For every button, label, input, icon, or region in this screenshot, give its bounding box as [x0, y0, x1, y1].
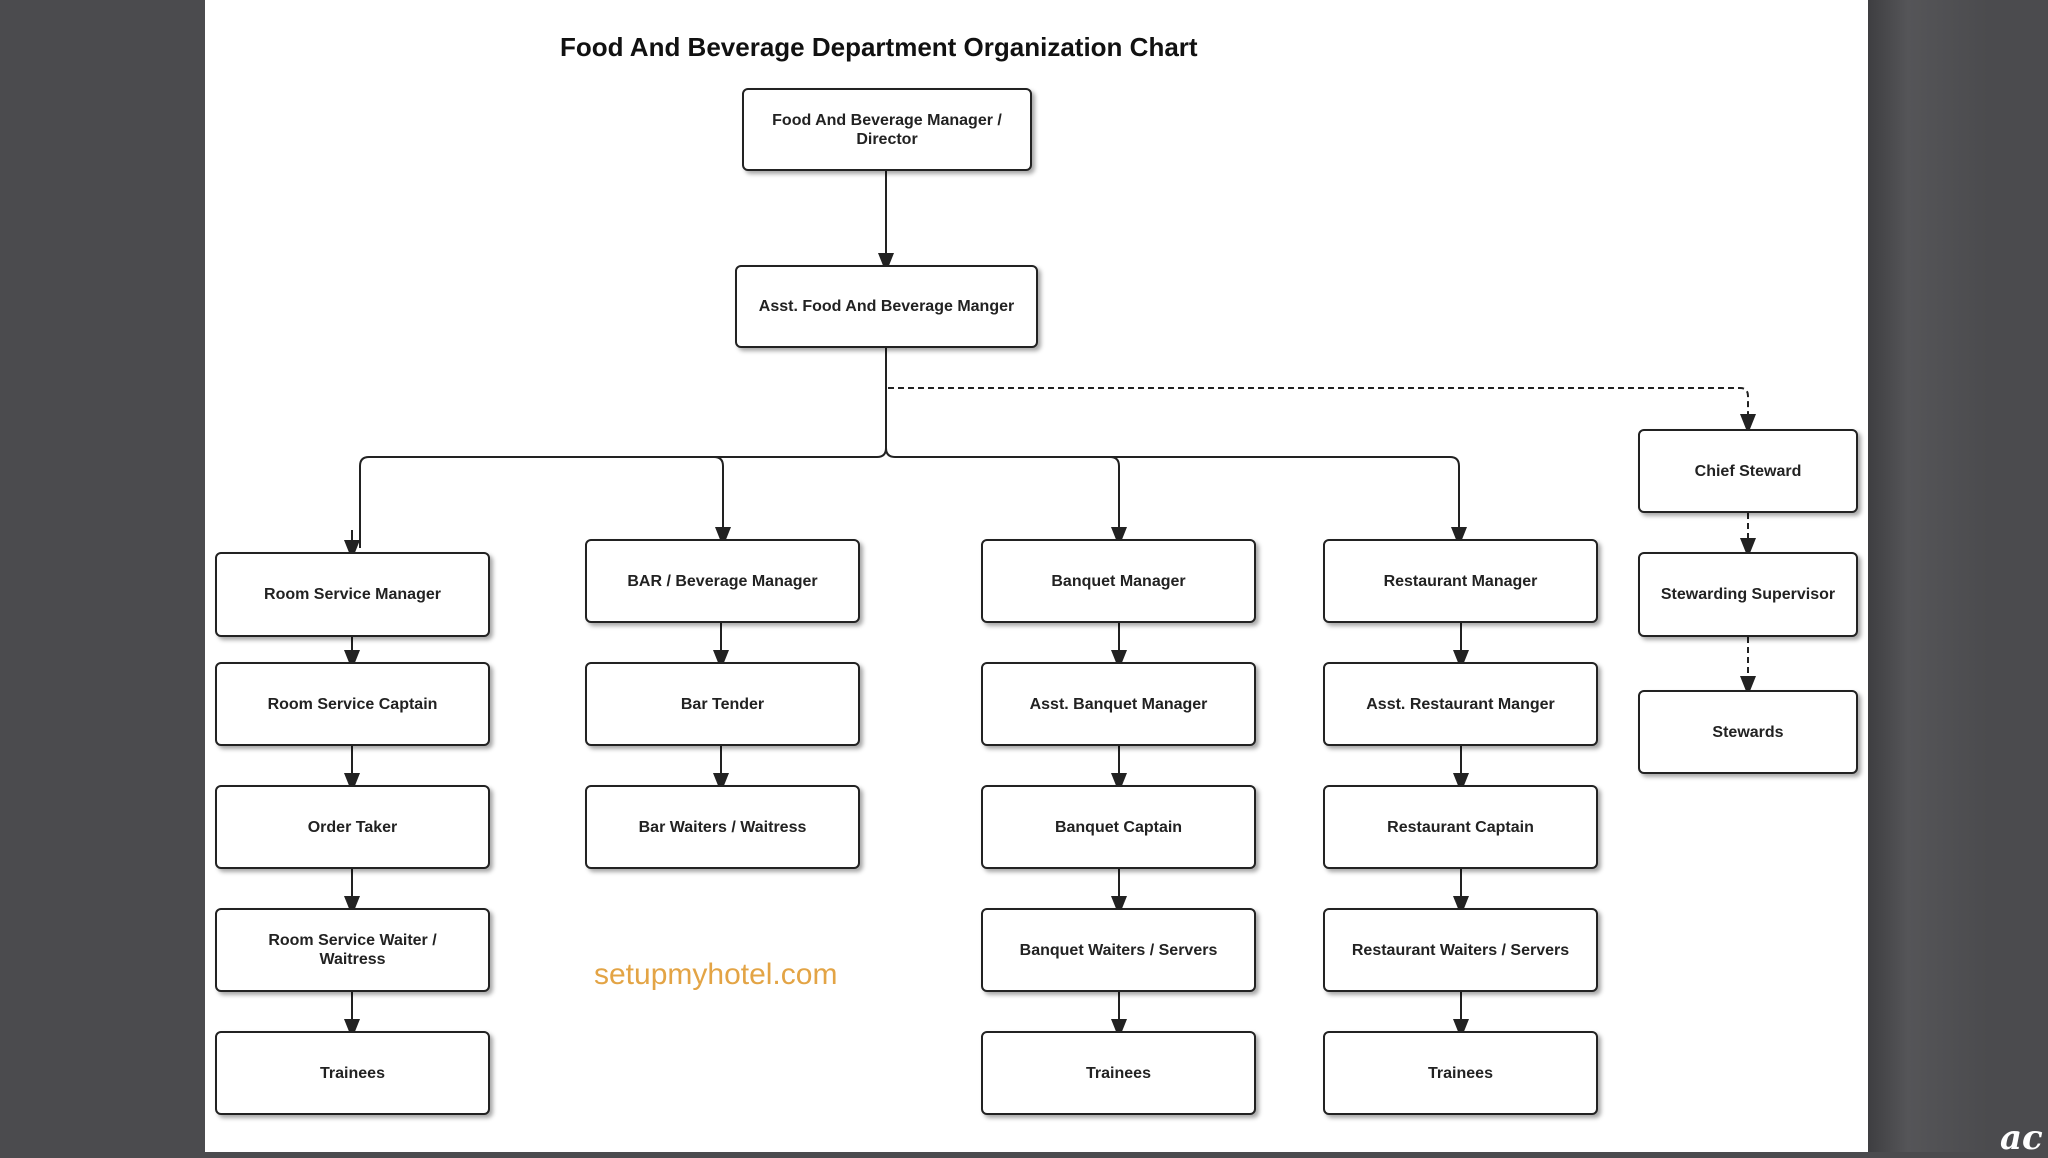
- node-fb-director: Food And Beverage Manager / Director: [742, 88, 1032, 171]
- node-asst-fb-manager: Asst. Food And Beverage Manger: [735, 265, 1038, 348]
- chart-title: Food And Beverage Department Organizatio…: [560, 32, 1198, 62]
- node-asst-restaurant-manager: Asst. Restaurant Manger: [1323, 662, 1598, 746]
- watermark-text: setupmyhotel.com: [594, 958, 838, 991]
- node-stewards: Stewards: [1638, 690, 1858, 774]
- node-restaurant-waiters: Restaurant Waiters / Servers: [1323, 908, 1598, 992]
- node-banquet-captain: Banquet Captain: [981, 785, 1256, 869]
- node-banquet-manager: Banquet Manager: [981, 539, 1256, 623]
- node-order-taker: Order Taker: [215, 785, 490, 869]
- node-restaurant-manager: Restaurant Manager: [1323, 539, 1598, 623]
- node-stewarding-supervisor: Stewarding Supervisor: [1638, 552, 1858, 637]
- connector-dashed-stewarding: [888, 387, 1756, 434]
- node-chief-steward: Chief Steward: [1638, 429, 1858, 513]
- corner-logo-mark: ac: [2000, 1118, 2043, 1158]
- node-asst-banquet-manager: Asst. Banquet Manager: [981, 662, 1256, 746]
- connector-branch-banquet: [1109, 456, 1120, 535]
- node-banquet-waiters: Banquet Waiters / Servers: [981, 908, 1256, 992]
- node-room-service-captain: Room Service Captain: [215, 662, 490, 746]
- node-bar-waiters: Bar Waiters / Waitress: [585, 785, 860, 869]
- node-bar-tender: Bar Tender: [585, 662, 860, 746]
- node-room-service-manager: Room Service Manager: [215, 552, 490, 637]
- node-restaurant-trainees: Trainees: [1323, 1031, 1598, 1115]
- connector-branch-bar: [713, 456, 724, 545]
- node-bar-manager: BAR / Beverage Manager: [585, 539, 860, 623]
- node-room-trainees: Trainees: [215, 1031, 490, 1115]
- right-shadow-panel: [1868, 0, 2048, 1152]
- connector-distribution-bus: [359, 447, 1460, 548]
- node-restaurant-captain: Restaurant Captain: [1323, 785, 1598, 869]
- node-banquet-trainees: Trainees: [981, 1031, 1256, 1115]
- node-room-service-waiter: Room Service Waiter / Waitress: [215, 908, 490, 992]
